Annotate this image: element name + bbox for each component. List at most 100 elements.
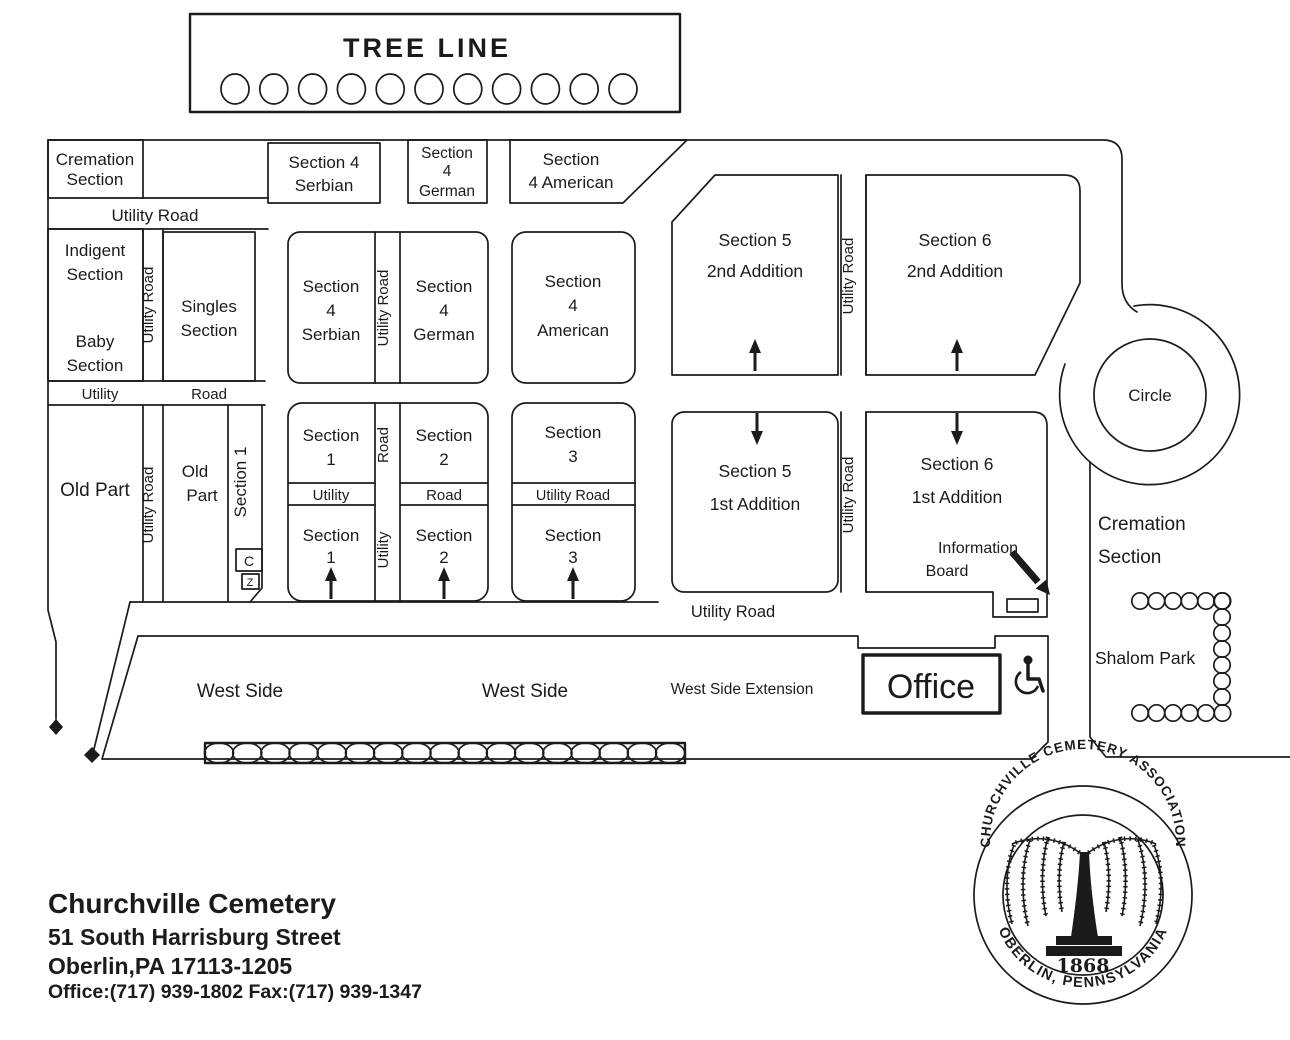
- s6-1st-block: [866, 412, 1047, 617]
- s4-american-header-box: [510, 140, 687, 203]
- office-label: Office: [887, 668, 975, 706]
- tree-circle-icon: [1165, 705, 1181, 721]
- s4-american-header-label: Section: [543, 150, 600, 169]
- address-line2: Oberlin,PA 17113-1205: [48, 953, 292, 979]
- tree-circle-icon: [1148, 593, 1164, 609]
- s6-2nd-label: 2nd Addition: [907, 261, 1003, 281]
- singles-label: Section: [181, 321, 238, 340]
- section1-strip-label: Section 1: [231, 447, 250, 518]
- tree-circle-icon: [1214, 689, 1230, 705]
- s5-1st-label: Section 5: [719, 461, 792, 481]
- tree-circle-icon: [415, 74, 443, 104]
- s4-serbian-label: Serbian: [302, 325, 361, 344]
- section5-6-2nd-addition: Section 5 2nd Addition Utility Road Sect…: [672, 175, 1080, 375]
- cemetery-name: Churchville Cemetery: [48, 888, 336, 919]
- old-part-east-label: Part: [186, 486, 217, 505]
- utility-road-label: Utility Road: [112, 206, 199, 225]
- tree-circle-icon: [1198, 705, 1214, 721]
- utility-road-label-vertical: Utility Road: [375, 270, 392, 347]
- s2-label: 2: [439, 450, 448, 469]
- tree-circle-icon: [628, 743, 657, 763]
- tree-circle-icon: [543, 743, 572, 763]
- s5-2nd-block: [672, 175, 838, 375]
- tree-circle-icon: [1214, 641, 1230, 657]
- baby-label: Baby: [76, 332, 115, 351]
- s6-2nd-block: [866, 175, 1080, 375]
- indigent-label: Indigent: [65, 241, 126, 260]
- tree-circle-icon: [656, 743, 685, 763]
- tree-line-block: TREE LINE: [190, 14, 680, 112]
- tree-circle-icon: [1148, 705, 1164, 721]
- utility-label-vertical: Utility: [375, 531, 392, 568]
- up-arrow-icon: [747, 337, 763, 373]
- s3-label: Section: [545, 423, 602, 442]
- s2-label: 2: [439, 548, 448, 567]
- left-column: Cremation Section Utility Road Indigent …: [48, 140, 268, 602]
- s5-2nd-label: 2nd Addition: [707, 261, 803, 281]
- tree-line-title: TREE LINE: [343, 33, 511, 63]
- shalom-park-trees-right: [1214, 593, 1230, 705]
- tree-circle-icon: [221, 74, 249, 104]
- information-board-arrow-icon: [1012, 552, 1038, 582]
- s4-american-label: 4: [568, 296, 577, 315]
- footer-address-block: Churchville Cemetery 51 South Harrisburg…: [48, 888, 422, 1003]
- west-side-label: West Side: [197, 681, 283, 702]
- wheelchair-accessible-icon: [1016, 655, 1043, 694]
- s4-german-header-box: [408, 140, 487, 203]
- information-board-label: Board: [926, 563, 969, 580]
- tree-circle-icon: [299, 74, 327, 104]
- cremation-nw-box: [48, 140, 143, 198]
- tree-circle-icon: [1132, 593, 1148, 609]
- old-part-west-label: Old Part: [60, 480, 130, 501]
- cremation-nw-label: Cremation: [56, 150, 134, 169]
- corner-diamond-icon: [49, 719, 63, 735]
- southeast-boundary: [1090, 462, 1290, 757]
- s5-2nd-label: Section 5: [719, 230, 792, 250]
- s4-german-header-label: 4: [443, 163, 452, 180]
- address-line1: 51 South Harrisburg Street: [48, 924, 341, 950]
- tree-circle-icon: [233, 743, 262, 763]
- utility-label: Utility: [313, 487, 350, 504]
- seal-top-arc-text: CHURCHVILLE CEMETERY ASSOCIATION: [978, 737, 1188, 848]
- section3-block: Utility Road Section 3 Section 3: [512, 403, 635, 601]
- s4-german-label: Section: [416, 277, 473, 296]
- tree-circle-icon: [430, 743, 459, 763]
- s3-label: 3: [568, 548, 577, 567]
- old-part-east-label: Old: [182, 462, 208, 481]
- circle-island: [1094, 339, 1206, 451]
- tree-circle-icon: [1214, 705, 1230, 721]
- s4-german-header-label: German: [419, 183, 475, 200]
- contact-line: Office:(717) 939-1802 Fax:(717) 939-1347: [48, 981, 422, 1003]
- down-arrow-icon: [949, 411, 965, 447]
- marker-c-label: C: [244, 553, 254, 569]
- s2-label: Section: [416, 426, 473, 445]
- cremation-se-label: Section: [1098, 547, 1161, 568]
- circle-label: Circle: [1128, 386, 1171, 405]
- west-side-extension-label: West Side Extension: [671, 681, 814, 698]
- cremation-se-label: Cremation: [1098, 514, 1186, 535]
- marker-z-label: Z: [247, 577, 254, 589]
- seal-inner-ring: [1003, 815, 1163, 975]
- section4-blocks: Utility Road Section 4 Serbian Section 4…: [288, 232, 635, 383]
- s5-1st-block: [672, 412, 838, 592]
- tree-circle-icon: [402, 743, 431, 763]
- tree-circle-icon: [374, 743, 403, 763]
- utility-road-strip-lines: [375, 232, 400, 383]
- s4-american-label: American: [537, 321, 609, 340]
- s1-label: 1: [326, 450, 335, 469]
- down-arrow-icon: [749, 411, 765, 447]
- tree-line-border: [190, 14, 680, 112]
- tree-line-trees: [221, 74, 637, 104]
- tree-circle-icon: [1198, 593, 1214, 609]
- tree-circle-icon: [515, 743, 544, 763]
- tree-circle-icon: [376, 74, 404, 104]
- utility-label: Utility: [82, 386, 119, 403]
- information-board-marker: [1007, 599, 1038, 612]
- association-seal: CHURCHVILLE CEMETERY ASSOCIATION OBERLIN…: [974, 737, 1192, 1004]
- tree-circle-icon: [1214, 593, 1230, 609]
- tree-circle-icon: [1181, 705, 1197, 721]
- section4-headers: Section 4 Serbian Section 4 German Secti…: [268, 140, 687, 203]
- roundabout-outer-road: [1060, 305, 1240, 485]
- marker-z-box: [242, 574, 259, 589]
